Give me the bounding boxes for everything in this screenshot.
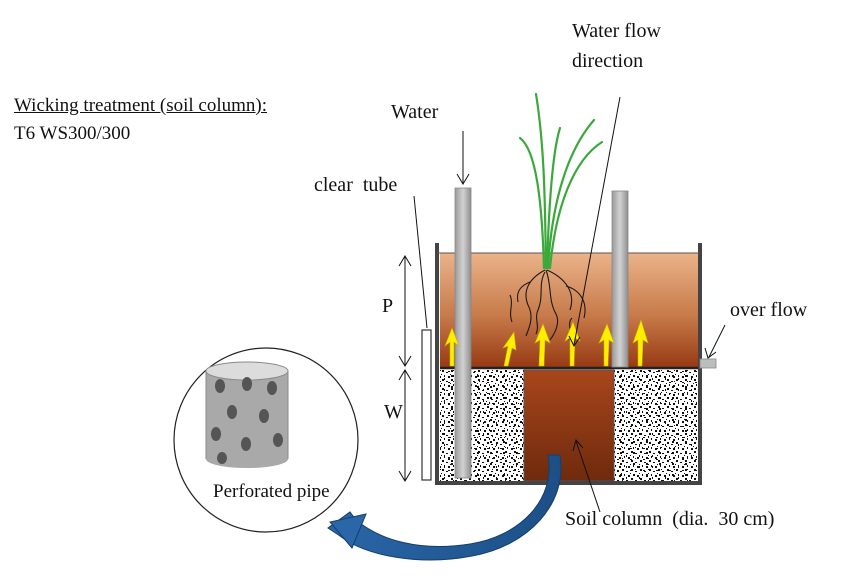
plant-icon (518, 92, 604, 270)
big-curved-arrow (327, 454, 562, 561)
clear-tube-label: clear tube (314, 174, 397, 196)
flow-arrow (534, 323, 551, 367)
flow-arrow (598, 323, 615, 367)
diagram-title: Wicking treatment (soil column): (14, 95, 268, 116)
clear-tube-pointer (413, 195, 428, 329)
overflow-pointer (708, 324, 726, 358)
title-block: Wicking treatment (soil column): T6 WS30… (14, 92, 267, 148)
flow-arrow (444, 327, 460, 367)
roots-icon (509, 269, 586, 341)
flow-arrow (632, 319, 649, 367)
water-inlet-pipe (454, 187, 472, 479)
over-flow-label: over flow (730, 299, 808, 321)
treatment-label: T6 WS300/300 (14, 123, 131, 144)
flow-arrow (502, 331, 517, 367)
p-label: P (382, 295, 393, 317)
w-label: W (384, 401, 403, 423)
dimension-p (398, 255, 412, 367)
soil-layer (440, 253, 698, 367)
clear-tube (421, 329, 432, 481)
soil-column (523, 369, 615, 482)
perforated-pipe-label: Perforated pipe (213, 481, 330, 502)
water-flow-label-line2: direction (572, 50, 643, 72)
water-flow-label-line1: Water flow (572, 20, 661, 42)
soil-column-label: Soil column (dia. 30 cm) (565, 508, 774, 530)
vent-pipe (611, 190, 629, 368)
soil-column-pointer (575, 440, 601, 513)
flow-direction-pointer (573, 96, 621, 346)
container (435, 243, 702, 485)
overflow-spout (699, 358, 717, 369)
dimension-w (398, 369, 412, 482)
water-label: Water (391, 101, 439, 123)
perforated-pipe-icon (205, 361, 289, 468)
